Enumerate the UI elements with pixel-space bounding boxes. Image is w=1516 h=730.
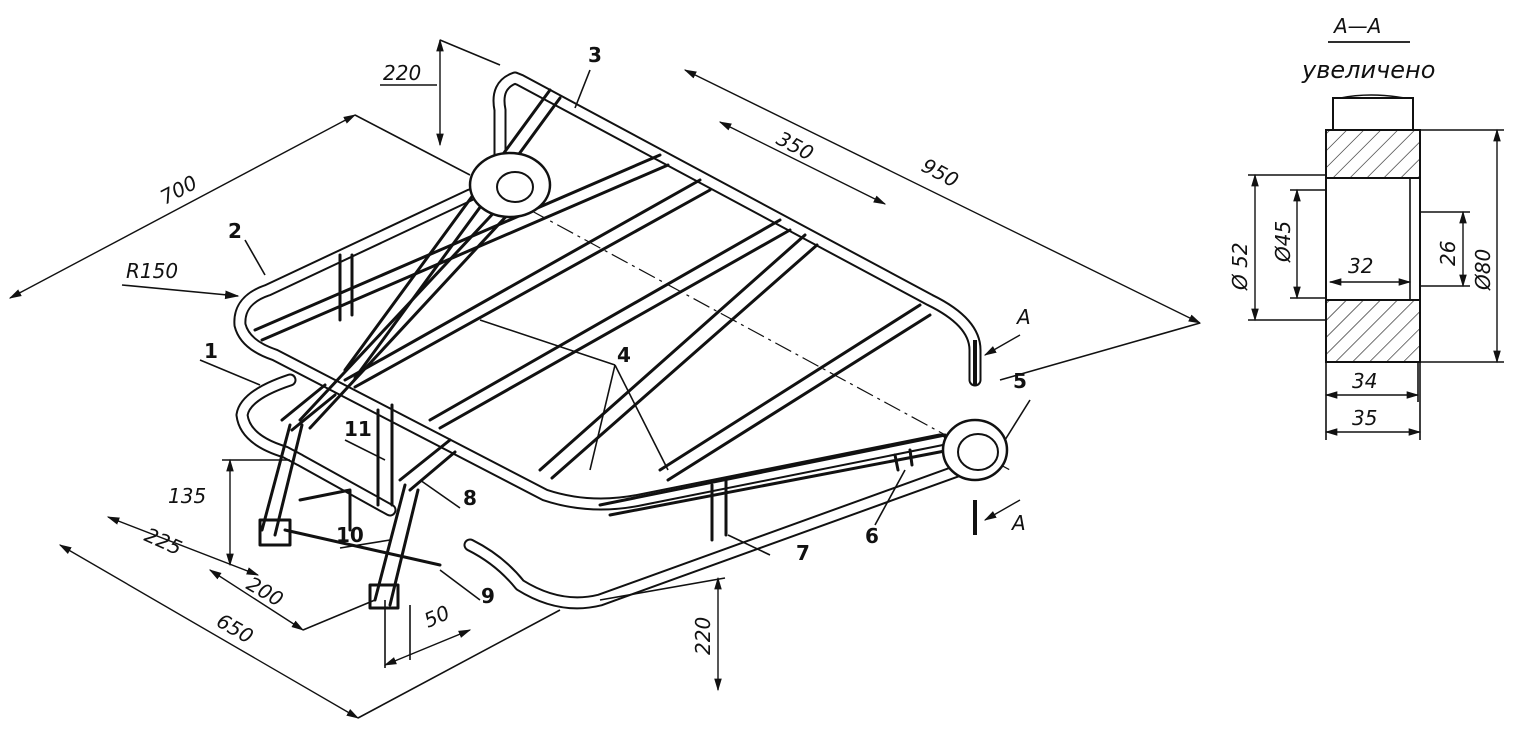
section-mark-top: A (1015, 305, 1031, 329)
dimension-lines (8, 38, 1202, 719)
callout-11: 11 (344, 417, 372, 441)
section-a-a (1248, 41, 1504, 440)
dim-220-bottom: 220 (691, 617, 715, 655)
section-dim-d52: Ø 52 (1228, 242, 1252, 291)
top-hub (468, 151, 552, 219)
dimension-labels: 220 700 350 950 R150 135 225 200 650 50 … (126, 61, 1031, 655)
section-hub-bottom-hatch (1325, 299, 1421, 363)
section-dim-d80: Ø80 (1471, 249, 1495, 291)
callout-leaders (199, 69, 1031, 601)
dim-950: 950 (918, 153, 963, 192)
diagonal-braces (298, 88, 562, 430)
section-subtitle: увеличено (1301, 56, 1435, 84)
callout-5: 5 (1013, 369, 1027, 393)
dim-700: 700 (156, 170, 201, 209)
callout-9: 9 (481, 584, 495, 608)
dim-220-top: 220 (383, 61, 421, 85)
section-labels: A—A увеличено Ø 52 Ø45 32 26 Ø80 34 35 (1228, 14, 1495, 430)
dim-225: 225 (141, 523, 186, 560)
callout-3: 3 (588, 43, 602, 67)
section-mark-bottom: A (1010, 511, 1026, 535)
dim-50: 50 (420, 600, 453, 632)
right-hub (598, 418, 1009, 517)
dim-650: 650 (213, 609, 258, 649)
callout-2: 2 (228, 219, 242, 243)
lower-frame-tube-inner (237, 375, 965, 608)
callout-6: 6 (865, 524, 879, 548)
callout-4: 4 (617, 343, 631, 367)
section-title: A—A (1332, 14, 1381, 38)
dim-135: 135 (168, 484, 206, 508)
frame-centerline (529, 209, 1011, 471)
dim-r150: R150 (126, 259, 178, 283)
section-hub-top-hatch (1325, 129, 1421, 179)
section-dim-w32: 32 (1348, 254, 1373, 278)
callout-8: 8 (463, 486, 477, 510)
callout-7: 7 (796, 541, 810, 565)
section-dim-w35: 35 (1352, 406, 1377, 430)
section-dim-h26: 26 (1436, 241, 1460, 266)
part-callouts: 1 2 3 4 5 6 7 8 9 10 11 (204, 43, 1027, 608)
callout-1: 1 (204, 339, 218, 363)
section-dim-d45: Ø45 (1271, 221, 1295, 263)
callout-10: 10 (336, 523, 364, 547)
section-dim-w34: 34 (1352, 369, 1377, 393)
